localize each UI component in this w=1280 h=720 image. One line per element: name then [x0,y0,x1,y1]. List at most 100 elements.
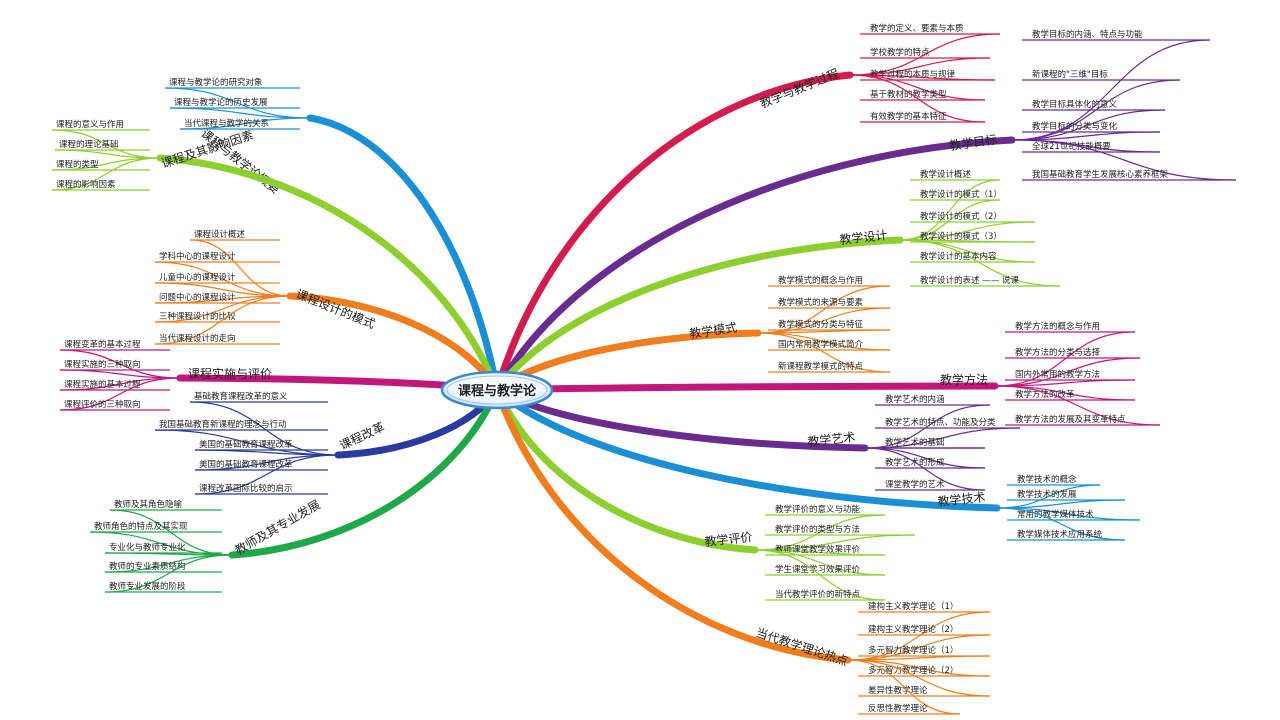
leaf-connector [754,534,916,551]
subtopic-label[interactable]: 新课程教学模式的特点 [778,361,864,372]
subtopic-label[interactable]: 教学评价的类型与方法 [775,524,860,535]
leaf-connector [864,447,986,491]
leaf-connector [849,33,1001,76]
subtopic-label[interactable]: 教学设计的模式（2） [920,211,1002,222]
subtopic-label[interactable]: 当代课程设计的走向 [159,333,236,344]
subtopic-label[interactable]: 课程的意义与作用 [56,119,124,130]
subtopic-label[interactable]: 课堂教学的艺术 [885,479,945,490]
subtopic-label[interactable]: 差异性教学理论 [868,685,928,696]
subtopic-label[interactable]: 新课程的"三维"目标 [1032,69,1108,80]
leaf-connector [847,611,991,661]
subtopic-label[interactable]: 教学的定义、要素与本质 [870,23,964,34]
subtopic-label[interactable]: 三种课程设计的比较 [159,311,236,322]
subtopic-label[interactable]: 教学方法的发展及其变革特点 [1015,414,1126,425]
leaf-connector [849,57,991,76]
subtopic-label[interactable]: 课程实施的基本过程 [64,379,141,390]
subtopic-label[interactable]: 教学模式的来源与要素 [778,297,864,308]
subtopic-label[interactable]: 课程的理论基础 [59,139,119,150]
subtopic-label[interactable]: 教学方法的概念与作用 [1015,321,1100,332]
leaf-connector [849,74,986,101]
subtopic-label[interactable]: 教学过程的本质与规律 [870,69,956,80]
subtopic-label[interactable]: 教学艺术的内涵 [885,394,945,405]
subtopic-label[interactable]: 教师的专业素质结构 [109,561,186,572]
subtopic-label[interactable]: 课程的类型 [56,159,99,170]
subtopic-label[interactable]: 教学评价的意义与功能 [775,504,861,515]
subtopic-label[interactable]: 国内外常用的教学方法 [1015,369,1100,380]
branch-9[interactable]: 教学设计教学设计概述教学设计的模式（1）教学设计的模式（2）教学设计的模式（3）… [493,169,1061,394]
leaf-connector [757,307,891,334]
leaf-connector [996,507,1126,541]
subtopic-label[interactable]: 我国基础教育新课程的理念与行动 [159,419,287,430]
subtopic-label[interactable]: 教师及其角色隐喻 [114,499,183,510]
subtopic-label[interactable]: 多元智力教学理论（2） [868,665,958,676]
subtopic-label[interactable]: 学校教学的特点 [870,47,930,58]
subtopic-label[interactable]: 教师角色的特点及其实现 [94,521,188,532]
subtopic-label[interactable]: 教学方法的改革 [1015,389,1075,400]
subtopic-label[interactable]: 课程的影响因素 [56,179,116,190]
subtopic-label[interactable]: 有效教学的基本特征 [870,111,947,122]
subtopic-label[interactable]: 教学艺术的基础 [885,437,945,448]
subtopic-label[interactable]: 教学设计的基本内容 [920,251,997,262]
subtopic-label[interactable]: 反思性教学理论 [868,703,928,714]
leaf-connector [994,331,1136,387]
subtopic-label[interactable]: 多元智力教学理论（1） [868,645,958,656]
subtopic-label[interactable]: 教师课堂教学效果评价 [775,544,861,555]
subtopic-label[interactable]: 全球21世纪技能概要 [1032,141,1111,152]
subtopic-label[interactable]: 专业化与教师专业化 [109,542,186,553]
branch-14[interactable]: 教学评价教学评价的意义与功能教学评价的类型与方法教师课堂教学效果评价学生课堂学习… [493,386,916,601]
subtopic-label[interactable]: 教学方法的分类与选择 [1015,347,1101,358]
subtopic-label[interactable]: 我国基础教育学生发展核心素养框架 [1032,169,1169,180]
branch-3[interactable]: 课程设计的模式课程设计概述学科中心的课程设计儿童中心的课程设计问题中心的课程设计… [154,229,501,394]
subtopic-label[interactable]: 问题中心的课程设计 [159,292,236,303]
branch-12[interactable]: 教学艺术教学艺术的内涵教学艺术的特点、功能及分类教学艺术的基础教学艺术的形成课堂… [493,386,1021,491]
subtopic-label[interactable]: 教学模式的分类与特征 [778,319,864,330]
subtopic-label[interactable]: 常用的教学媒体技术 [1017,509,1094,520]
subtopic-label[interactable]: 基于教材的教学类型 [870,89,947,100]
branch-label: 教学方法 [940,372,988,387]
subtopic-label[interactable]: 课程评价的三种取向 [64,399,141,410]
branch-11[interactable]: 教学方法 教学方法的概念与作用教学方法的分类与选择国内外常用的教学方法教学方法的改… [493,321,1161,426]
branch-8[interactable]: 教学目标教学目标的内涵、特点与功能新课程的"三维"目标教学目标具体化的意义教学目… [493,29,1237,394]
subtopic-label[interactable]: 教学模式的概念与作用 [778,275,863,286]
subtopic-label[interactable]: 教学技术的发展 [1017,489,1077,500]
branch-5[interactable]: 课程改革基础教育课程改革的意义我国基础教育新课程的理念与行动美国的基础教育课程改… [154,386,501,495]
subtopic-label[interactable]: 教学技术的概念 [1017,474,1077,485]
subtopic-label[interactable]: 教学媒体技术应用系统 [1017,529,1103,540]
subtopic-label[interactable]: 儿童中心的课程设计 [159,272,236,283]
leaf-connector [51,157,161,191]
subtopic-label[interactable]: 建构主义教学理论（1） [868,601,958,612]
central-topic-node[interactable]: 课程与教学论 [440,370,554,410]
subtopic-label[interactable]: 教学设计概述 [920,169,972,180]
subtopic-label[interactable]: 课程变革的基本过程 [64,339,141,350]
subtopic-label[interactable]: 教学设计的表述 —— 说课 [920,275,1019,286]
subtopic-label[interactable]: 教学设计的模式（3） [920,231,1002,242]
subtopic-label[interactable]: 美国的基础教育课程改革 [199,459,293,470]
leaf-connector [104,554,233,573]
subtopic-label[interactable]: 课程与教学论的研究对象 [169,77,263,88]
subtopic-label[interactable]: 学科中心的课程设计 [159,251,236,262]
leaf-connector [899,239,1061,287]
subtopic-label[interactable]: 美国的基础教育课程改革 [199,439,293,450]
subtopic-label[interactable]: 基础教育课程改革的意义 [194,391,288,402]
subtopic-label[interactable]: 当代课程与教学的关系 [184,118,269,129]
subtopic-label[interactable]: 课程实施的三种取向 [64,359,141,370]
subtopic-label[interactable]: 课程设计概述 [194,229,246,240]
subtopic-label[interactable]: 教学艺术的特点、功能及分类 [885,417,996,428]
subtopic-label[interactable]: 当代教学评价的新特点 [775,589,861,600]
leaf-connector [994,385,1161,426]
branch-6[interactable]: 教师及其专业发展教师及其角色隐喻教师角色的特点及其实现专业化与教师专业化教师的专… [89,386,501,593]
leaf-connector [994,357,1141,387]
subtopic-label[interactable]: 教师专业发展的阶段 [109,581,186,592]
subtopic-label[interactable]: 教学目标的分类与变化 [1032,121,1118,132]
leaf-connector [996,484,1101,509]
subtopic-label[interactable]: 课程改革国际比较的启示 [199,483,293,494]
subtopic-label[interactable]: 国内常用教学模式简介 [778,339,864,350]
subtopic-label[interactable]: 课程与教学论的历史发展 [174,97,268,108]
subtopic-label[interactable]: 教学目标具体化的意义 [1032,99,1118,110]
subtopic-label[interactable]: 建构主义教学理论（2） [868,624,958,635]
branch-10[interactable]: 教学模式教学模式的概念与作用教学模式的来源与要素教学模式的分类与特征国内常用教学… [493,275,891,394]
subtopic-label[interactable]: 教学设计的模式（1） [920,189,1002,200]
subtopic-label[interactable]: 教学目标的内涵、特点与功能 [1032,29,1143,40]
subtopic-label[interactable]: 学生课堂学习效果评价 [775,564,861,575]
